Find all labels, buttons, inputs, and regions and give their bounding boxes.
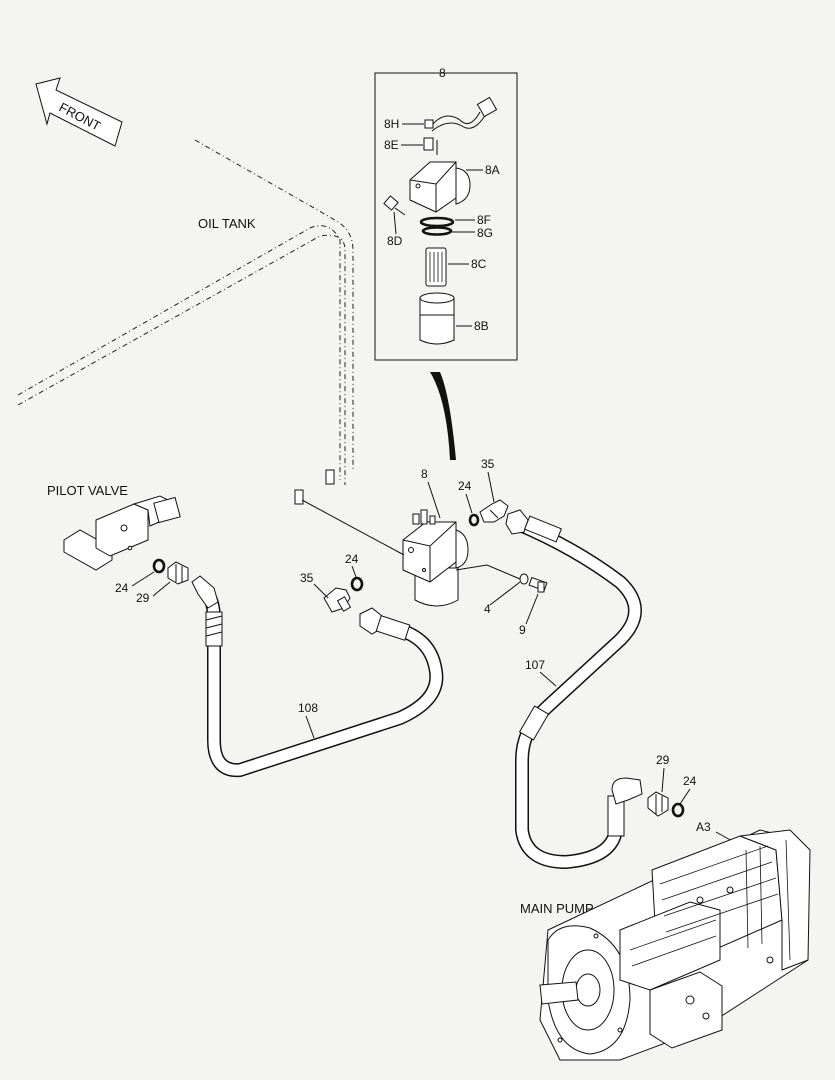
- hose-108: [191, 575, 444, 778]
- part-label-8g: 8G: [477, 226, 493, 240]
- front-arrow-icon: FRONT: [35, 77, 123, 147]
- washer-4: [519, 573, 529, 585]
- ring-pump-label: 24: [683, 774, 697, 788]
- bolt-9: [528, 576, 548, 593]
- main-pump-label: MAIN PUMP: [520, 901, 594, 916]
- main-pump: [539, 829, 811, 1061]
- elbow-top-label: 35: [481, 457, 495, 471]
- part-label-8a: 8A: [485, 163, 500, 177]
- filter-label: 8: [421, 467, 428, 481]
- filter-detail-box: 8 8H 8E 8A 8D 8F 8G: [374, 66, 518, 361]
- oil-tank-label: OIL TANK: [198, 216, 256, 231]
- part-label-8b: 8B: [474, 319, 489, 333]
- connector-pump: [647, 791, 669, 817]
- part-label-8d: 8D: [387, 234, 403, 248]
- hose-107-label: 107: [525, 658, 545, 672]
- connector-pilot: [167, 561, 189, 585]
- conn-pilot-label: 29: [136, 591, 150, 605]
- ring-mid-label: 24: [345, 552, 359, 566]
- elbow-mid-label: 35: [300, 571, 314, 585]
- hose-108-label: 108: [298, 701, 318, 715]
- ring-top-label: 24: [458, 479, 472, 493]
- pilot-valve-label: PILOT VALVE: [47, 483, 128, 498]
- pilot-line-filter: [402, 509, 469, 607]
- part-label-8f: 8F: [477, 213, 491, 227]
- elbow-top: [479, 499, 509, 523]
- oring-pilot: [152, 558, 166, 574]
- oring-pump: [671, 802, 685, 818]
- detail-title: 8: [439, 66, 446, 80]
- elbow-mid: [323, 587, 352, 613]
- port-a3-label: A3: [696, 820, 711, 834]
- conn-pump-label: 29: [656, 753, 670, 767]
- oring-mid: [350, 576, 364, 592]
- detail-pointer: [430, 372, 456, 460]
- ring-pilot-label: 24: [115, 581, 129, 595]
- part-label-8h: 8H: [384, 117, 399, 131]
- bolt-label: 9: [519, 623, 526, 637]
- oring-top: [468, 513, 480, 527]
- pilot-valve: [63, 495, 181, 571]
- part-label-8c: 8C: [471, 257, 487, 271]
- hose-107: [505, 509, 643, 869]
- oil-tank-outline: [17, 139, 354, 505]
- washer-label: 4: [484, 602, 491, 616]
- part-label-8e: 8E: [384, 138, 399, 152]
